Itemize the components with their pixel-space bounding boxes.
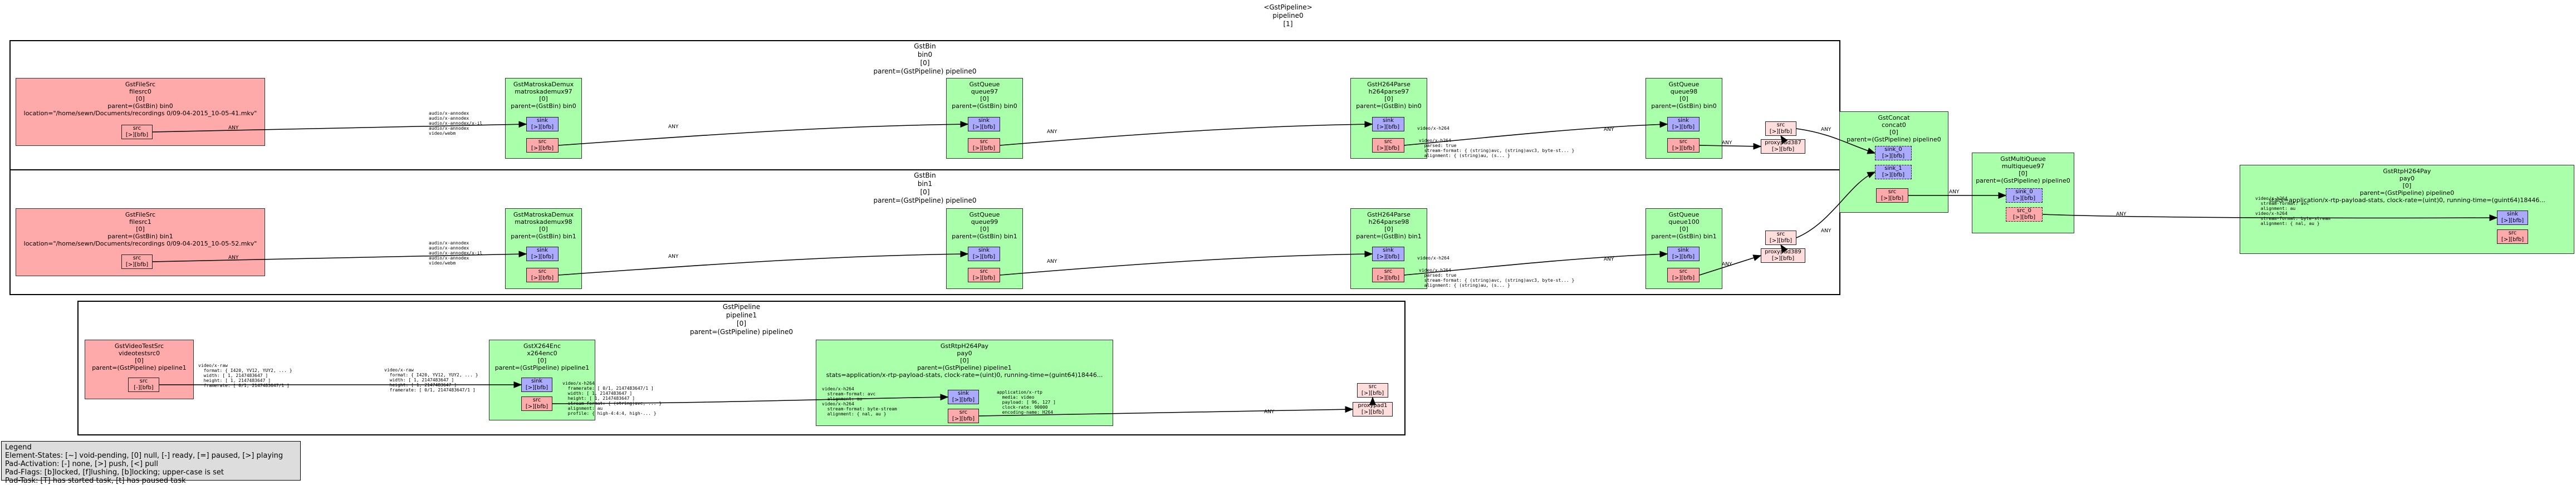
edge-proxy1-ghost1 — [1780, 244, 1788, 253]
pay1-sink-pad[interactable]: sink [>][bfb] — [948, 390, 979, 404]
h264parse97-src-pad[interactable]: src [>][bfb] — [1372, 138, 1404, 153]
bin1-cluster: GstBin bin1 [0] parent=(GstPipeline) pip… — [9, 169, 1840, 295]
filesrc0-title: GstFileSrc filesrc0 [0] parent=(GstBin) … — [23, 81, 257, 117]
h264parse98-sink-pad[interactable]: sink [>][bfb] — [1372, 247, 1404, 261]
multiqueue97-src0-pad[interactable]: src_0 [>][bfb] — [2006, 207, 2043, 222]
edge-label-vts-caps: video/x-raw format: { I420, YV12, YUY2, … — [198, 363, 292, 388]
pay0-main-src-pad[interactable]: src [>][bfb] — [2497, 229, 2528, 244]
multiqueue97-title: GstMultiQueue multiqueue97 [0] parent=(G… — [1976, 155, 2070, 184]
queue100-sink-pad[interactable]: sink [>][bfb] — [1667, 247, 1700, 261]
edge-label-parse97-sink-caps: video/x-h264 — [1417, 126, 1449, 131]
edge-label-filesrc0: ANY — [228, 125, 239, 131]
edge-label-parse98-src-caps: video/x-h264 parsed: true stream-format:… — [1419, 268, 1575, 288]
edge-pay1-proxy — [978, 406, 1354, 417]
queue98-title: GstQueue queue98 [0] parent=(GstBin) bin… — [1651, 81, 1717, 110]
x264enc0-src-pad[interactable]: src [>][bfb] — [521, 396, 552, 411]
edge-filesrc1-demux98 — [152, 251, 527, 262]
edge-label-pay1-proxy: ANY — [1264, 409, 1275, 415]
videotestsrc0-src-pad[interactable]: src [-][bfb] — [128, 378, 159, 392]
edge-label-queue99-parse98: ANY — [1047, 259, 1057, 264]
edge-ghost0-concat — [1796, 128, 1876, 154]
concat0-sink0-pad[interactable]: sink_0 [>][bfb] — [1875, 146, 1912, 160]
edge-x264-pay1 — [552, 394, 949, 404]
edge-label-concat-mq: ANY — [1949, 189, 1960, 195]
demux97-src-pad[interactable]: src [>][bfb] — [526, 138, 559, 153]
concat0-src-pad[interactable]: src [>][bfb] — [1876, 188, 1908, 203]
edge-label-demux97-queue97: ANY — [668, 124, 679, 130]
edge-queue99-parse98 — [1000, 251, 1373, 276]
filesrc1-title: GstFileSrc filesrc1 [0] parent=(GstBin) … — [23, 211, 257, 247]
edge-ghost1-concat — [1796, 172, 1876, 238]
edge-filesrc0-demux97 — [152, 121, 527, 133]
edge-queue98-proxy0 — [1699, 143, 1762, 150]
demux98-src-pad[interactable]: src [>][bfb] — [526, 268, 559, 282]
pipeline1-ghost-src-pad[interactable]: src [>][bfb] — [1357, 383, 1388, 398]
edge-demux97-queue97 — [558, 121, 969, 146]
edge-label-demux97-caps: audio/x-annodex audio/x-annodex audio/x-… — [429, 111, 483, 136]
queue100-title: GstQueue queue100 [0] parent=(GstBin) bi… — [1651, 211, 1717, 240]
pay1-title: GstRtpH264Pay pay0 [0] parent=(GstPipeli… — [826, 342, 1103, 379]
h264parse97-title: GstH264Parse h264parse97 [0] parent=(Gst… — [1356, 81, 1422, 110]
demux98-title: GstMatroskaDemux matroskademux98 [0] par… — [511, 211, 576, 240]
bin1-title: GstBin bin1 [0] parent=(GstPipeline) pip… — [873, 172, 977, 204]
queue100-src-pad[interactable]: src [>][bfb] — [1667, 268, 1700, 282]
demux97-sink-pad[interactable]: sink [>][bfb] — [526, 117, 559, 131]
edge-label-demux98-caps: audio/x-annodex audio/x-annodex audio/x-… — [429, 241, 483, 266]
edge-label-queue100-proxy: ANY — [1722, 262, 1732, 267]
edge-queue97-parse97 — [1000, 121, 1373, 146]
edge-label-x264-src-caps: video/x-h264 framerate: [ 0/1, 214748364… — [562, 381, 662, 416]
edge-label-parse98-sink-caps: video/x-h264 — [1417, 256, 1449, 261]
filesrc0-src-pad[interactable]: src [>][bfb] — [121, 125, 153, 139]
edge-mq-pay0 — [2042, 214, 2498, 222]
edge-queue100-proxy1 — [1699, 254, 1762, 276]
queue97-title: GstQueue queue97 [0] parent=(GstBin) bin… — [952, 81, 1017, 110]
queue99-title: GstQueue queue99 [0] parent=(GstBin) bin… — [952, 211, 1017, 240]
edge-demux98-queue99 — [558, 251, 969, 276]
queue97-src-pad[interactable]: src [>][bfb] — [968, 138, 1000, 153]
h264parse98-title: GstH264Parse h264parse98 [0] parent=(Gst… — [1356, 211, 1422, 240]
edge-label-mq-pay0: ANY — [2116, 212, 2127, 217]
edge-label-queue97-parse97: ANY — [1047, 129, 1057, 135]
edge-proxy0-ghost0 — [1780, 135, 1788, 144]
edge-parse98-queue100 — [1404, 251, 1668, 276]
queue99-src-pad[interactable]: src [>][bfb] — [968, 268, 1000, 282]
filesrc1-src-pad[interactable]: src [>][bfb] — [121, 254, 153, 269]
h264parse97-sink-pad[interactable]: sink [>][bfb] — [1372, 117, 1404, 131]
pipeline-title: <GstPipeline> pipeline0 [1] — [1263, 3, 1313, 28]
edge-label-pay1-src-caps: application/x-rtp media: video payload: … — [997, 390, 1056, 415]
edge-label-ghost1-concat: ANY — [1821, 228, 1831, 234]
edge-label-pay1-sink-caps: video/x-h264 stream-format: avc alignmen… — [822, 386, 897, 417]
queue98-src-pad[interactable]: src [>][bfb] — [1667, 138, 1700, 153]
edge-label-pay0-sink-caps: video/x-h264 stream-format: avc alignmen… — [2255, 196, 2330, 226]
edge-label-demux98-queue99: ANY — [668, 254, 679, 259]
videotestsrc0-title: GstVideoTestSrc videotestsrc0 [0] parent… — [92, 342, 187, 371]
pay0-main-title: GstRtpH264Pay pay0 [0] parent=(GstPipeli… — [2269, 168, 2545, 204]
edge-label-x264-sink-caps: video/x-raw format: { I420, YV12, YUY2, … — [384, 368, 478, 393]
pipeline1-cluster: GstPipeline pipeline1 [0] parent=(GstPip… — [77, 301, 1405, 435]
pipeline1-title: GstPipeline pipeline1 [0] parent=(GstPip… — [689, 303, 794, 336]
queue99-sink-pad[interactable]: sink [>][bfb] — [968, 247, 1000, 261]
queue97-sink-pad[interactable]: sink [>][bfb] — [968, 117, 1000, 131]
edge-label-filesrc1: ANY — [228, 255, 239, 261]
h264parse98-src-pad[interactable]: src [>][bfb] — [1372, 268, 1404, 282]
edge-label-ghost0-concat: ANY — [1821, 127, 1831, 133]
bin0-title: GstBin bin0 [0] parent=(GstPipeline) pip… — [873, 42, 977, 75]
concat0-sink1-pad[interactable]: sink_1 [>][bfb] — [1875, 165, 1912, 179]
edge-parse97-queue98 — [1404, 121, 1668, 146]
edge-label-parse98-queue100: ANY — [1604, 257, 1614, 262]
edge-label-queue98-proxy: ANY — [1722, 140, 1732, 146]
legend-box: Legend Element-States: [~] void-pending,… — [1, 441, 301, 485]
pay1-src-pad[interactable]: src [>][bfb] — [948, 409, 979, 423]
x264enc0-title: GstX264Enc x264enc0 [0] parent=(GstPipel… — [494, 342, 590, 371]
edge-label-parse97-queue98: ANY — [1604, 127, 1614, 133]
concat0-title: GstConcat concat0 [0] parent=(GstPipelin… — [1847, 114, 1941, 143]
bin0-ghost-src-pad[interactable]: src [>][bfb] — [1765, 121, 1796, 136]
edge-label-parse97-src-caps: video/x-h264 parsed: true stream-format:… — [1419, 138, 1575, 158]
demux97-title: GstMatroskaDemux matroskademux97 [0] par… — [511, 81, 576, 110]
